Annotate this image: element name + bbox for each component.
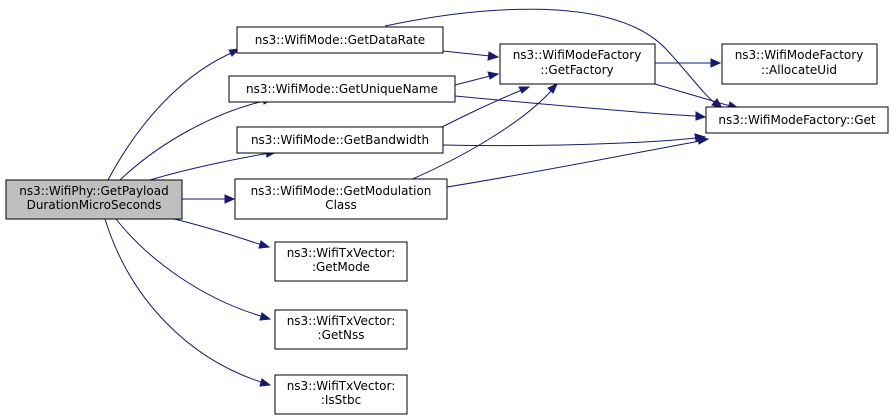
node-getmode-line-1: ns3::WifiTxVector: <box>287 246 396 260</box>
node-getnss-line-2: :GetNss <box>318 328 365 342</box>
edge-root-getnss <box>115 218 272 321</box>
edge-getuniquename-getfactory <box>454 71 500 86</box>
node-allocateuid-line-2: ::AllocateUid <box>761 63 837 77</box>
edge-getmodulationclass-get <box>446 136 710 188</box>
edge-getbandwidth-getfactory <box>435 86 531 131</box>
node-isstbc[interactable]: ns3::WifiTxVector: :IsStbc <box>274 374 408 415</box>
node-getdatarate-box <box>236 26 444 54</box>
node-getuniquename-line-1: ns3::WifiMode::GetUniqueName <box>246 82 438 96</box>
node-allocateuid-box <box>721 43 878 85</box>
node-root-box <box>5 179 183 220</box>
node-getdatarate[interactable]: ns3::WifiMode::GetDataRate <box>236 26 444 54</box>
node-getuniquename[interactable]: ns3::WifiMode::GetUniqueName <box>228 75 456 103</box>
node-get-line-1: ns3::WifiModeFactory::Get <box>718 113 875 127</box>
node-getmode-line-2: :GetMode <box>312 260 370 274</box>
edge-root-getmodulationclass <box>182 194 236 204</box>
node-isstbc-line-2: :IsStbc <box>321 393 361 407</box>
node-isstbc-box <box>274 374 408 415</box>
node-getuniquename-box <box>228 75 456 103</box>
edge-getmodulationclass-getfactory <box>407 83 558 182</box>
node-getmodulationclass-line-1: ns3::WifiMode::GetModulation <box>251 184 432 198</box>
node-get-box <box>705 106 889 134</box>
node-getfactory-line-1: ns3::WifiModeFactory <box>513 48 642 62</box>
node-getnss-box <box>274 309 408 350</box>
node-getmodulationclass-line-2: Class <box>325 198 357 212</box>
edge-root-isstbc <box>104 218 272 387</box>
edge-root-getmode <box>169 217 271 249</box>
node-getbandwidth-box <box>236 126 444 154</box>
node-getmodulationclass[interactable]: ns3::WifiMode::GetModulation Class <box>234 178 448 220</box>
node-getmode-box <box>274 241 408 282</box>
node-allocateuid[interactable]: ns3::WifiModeFactory ::AllocateUid <box>721 43 878 85</box>
node-root[interactable]: ns3::WifiPhy::GetPayload DurationMicroSe… <box>5 179 183 220</box>
node-root-line-2: DurationMicroSeconds <box>27 198 162 212</box>
node-getnss-line-1: ns3::WifiTxVector: <box>287 314 396 328</box>
node-getfactory-line-2: ::GetFactory <box>540 63 613 77</box>
node-getfactory[interactable]: ns3::WifiModeFactory ::GetFactory <box>499 43 656 85</box>
edge-getfactory-get <box>654 83 740 110</box>
edge-getbandwidth-get <box>442 133 707 147</box>
edge-root-getdatarate <box>107 48 241 181</box>
node-getfactory-box <box>499 43 656 85</box>
node-allocateuid-line-1: ns3::WifiModeFactory <box>735 48 864 62</box>
edge-getdatarate-getfactory <box>442 50 500 61</box>
node-getbandwidth-line-1: ns3::WifiMode::GetBandwidth <box>251 133 429 147</box>
edge-root-getbandwidth <box>149 149 278 181</box>
edge-getfactory-allocateuid <box>655 58 722 68</box>
node-getbandwidth[interactable]: ns3::WifiMode::GetBandwidth <box>236 126 444 154</box>
node-getnss[interactable]: ns3::WifiTxVector: :GetNss <box>274 309 408 350</box>
node-isstbc-line-1: ns3::WifiTxVector: <box>287 379 396 393</box>
node-getdatarate-line-1: ns3::WifiMode::GetDataRate <box>255 33 425 47</box>
node-getmodulationclass-box <box>234 178 448 220</box>
node-get[interactable]: ns3::WifiModeFactory::Get <box>705 106 889 134</box>
node-root-line-1: ns3::WifiPhy::GetPayload <box>19 184 168 198</box>
node-getmode[interactable]: ns3::WifiTxVector: :GetMode <box>274 241 408 282</box>
edge-getuniquename-get <box>454 95 707 121</box>
